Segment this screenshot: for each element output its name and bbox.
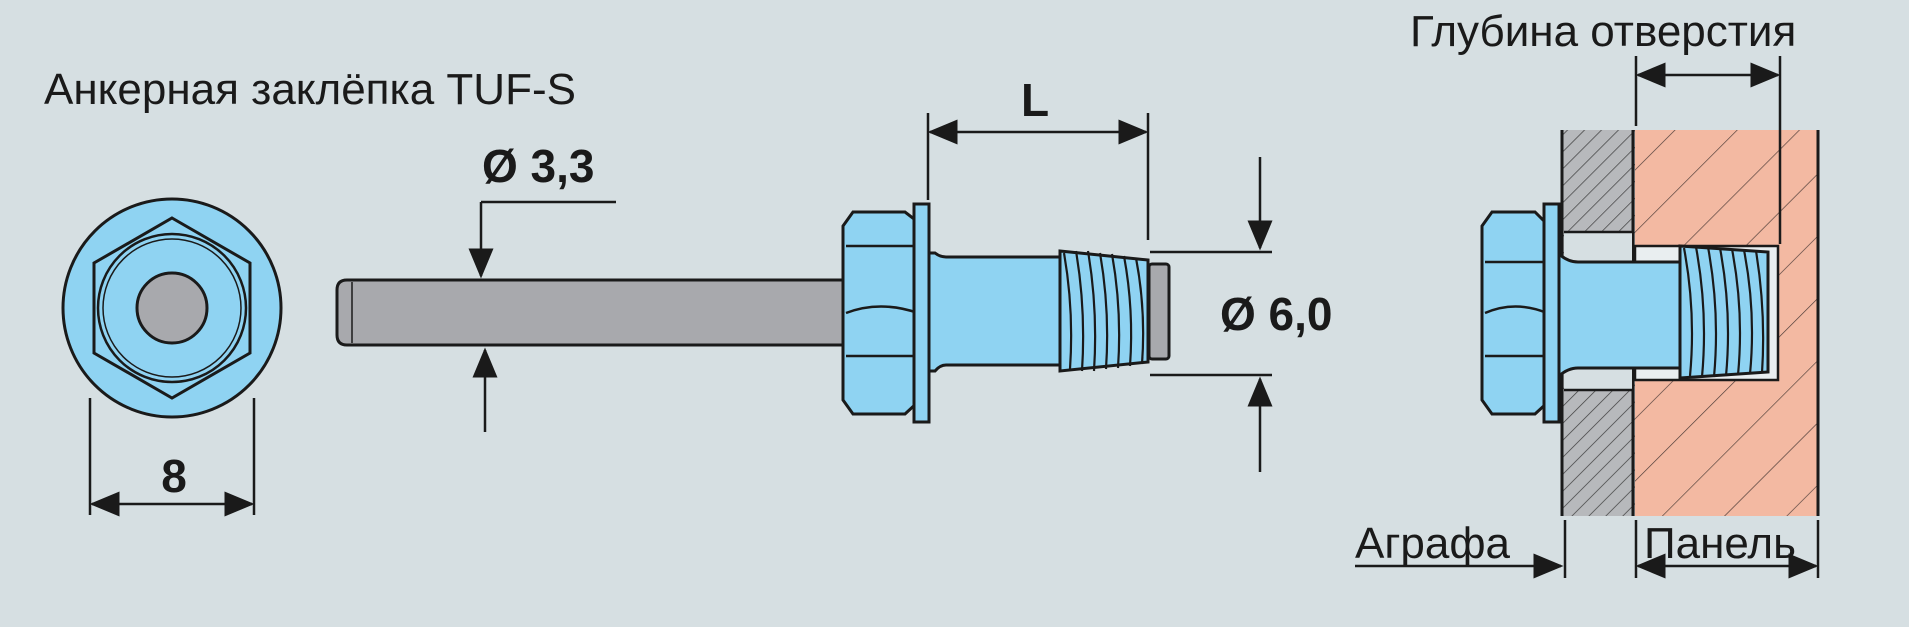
rivet-thread <box>1058 249 1150 373</box>
rivet-diameter-label: Ø 6,0 <box>1220 288 1333 340</box>
rivet-hex-head <box>841 210 920 416</box>
mandrel-end <box>135 271 209 345</box>
hex-inner-circle <box>96 232 248 384</box>
installed-shank <box>1557 250 1688 380</box>
page-title: Анкерная заклёпка TUF-S <box>44 65 576 114</box>
mandrel-diameter-label: Ø 3,3 <box>482 140 595 192</box>
length-label: L <box>1021 74 1049 126</box>
front-view: 8 <box>61 197 283 517</box>
installed-hex-head <box>1480 210 1549 416</box>
hex-size-label: 8 <box>161 450 187 502</box>
rivet-flange <box>912 202 931 424</box>
rivet-shank <box>927 251 1067 373</box>
installed-view: Глубина отверстия Аграфа Панель <box>1355 7 1820 579</box>
bracket-label: Аграфа <box>1355 519 1511 568</box>
installed-thread <box>1678 244 1770 380</box>
mandrel-head <box>1147 262 1171 361</box>
hole-depth-label: Глубина отверстия <box>1410 7 1796 56</box>
side-view: Ø 3,3 L Ø 6,0 <box>335 74 1333 472</box>
panel-label: Панель <box>1644 519 1796 568</box>
installed-flange <box>1542 202 1561 424</box>
mandrel <box>335 278 850 347</box>
